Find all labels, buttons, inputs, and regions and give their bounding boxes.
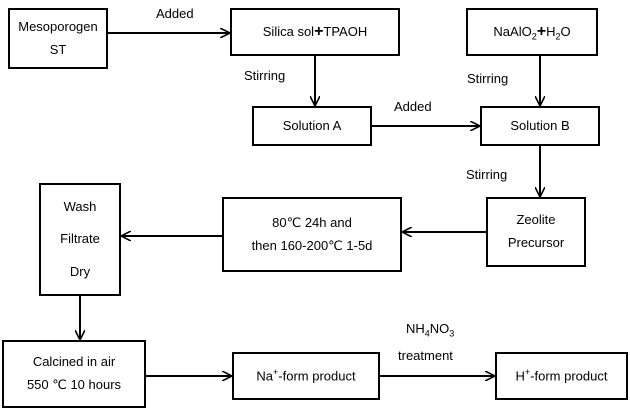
reaction-line-1: 80℃ 24h and: [272, 214, 352, 230]
stirring-label-2: Stirring: [467, 71, 509, 86]
reaction-line-2: then 160-200℃ 1-5d: [251, 237, 373, 253]
stirring-label-3: Stirring: [466, 167, 508, 182]
silica-sol-text: Silica sol: [262, 24, 315, 39]
h2-subscript: 2: [555, 31, 561, 42]
nh4-subscript: 4: [424, 328, 430, 339]
no3-subscript: 3: [449, 328, 455, 339]
nh4no3-label: NH4NO3: [406, 321, 454, 339]
h-ion-text: H: [515, 368, 525, 384]
zeolite-precursor-box: Zeolite Precursor: [486, 197, 586, 267]
calcined-line-1: Calcined in air: [32, 354, 116, 370]
calcined-box: Calcined in air 550 ℃ 10 hours: [2, 340, 146, 408]
solution-a-label: Solution A: [282, 117, 342, 133]
na-form-rest: -form product: [278, 368, 356, 384]
reaction-conditions-box: 80℃ 24h and then 160-200℃ 1-5d: [222, 197, 402, 272]
calcined-line-2: 550 ℃ 10 hours: [26, 377, 122, 392]
naalo2-subscript: 2: [531, 31, 537, 42]
naalo2-water-box: NaAlO2+H2O: [466, 8, 598, 56]
silica-sol-tpaoh-box: Silica sol+TPAOH: [230, 8, 400, 56]
tpaoh-text: TPAOH: [323, 24, 368, 39]
silica-sol-tpaoh-label: Silica sol+TPAOH: [263, 22, 367, 42]
mesoporogen-line-2: ST: [49, 41, 67, 57]
naalo2-water-label: NaAlO2+H2O: [493, 22, 570, 43]
wash-label: Wash: [63, 199, 97, 215]
h-form-product-box: H+-form product: [495, 352, 628, 400]
na-form-product-box: Na+-form product: [232, 352, 380, 400]
na-text: Na: [256, 368, 274, 384]
zeolite-line-2: Precursor: [507, 235, 565, 250]
o-text: O: [560, 23, 571, 39]
h-form-label: H+-form product: [516, 367, 608, 385]
mesoporogen-line-1: Mesoporogen: [18, 19, 98, 35]
treatment-label: treatment: [398, 348, 453, 363]
na-form-label: Na+-form product: [256, 367, 355, 385]
plus-sign: +: [314, 23, 324, 40]
dry-label: Dry: [69, 263, 91, 279]
zeolite-line-1: Zeolite: [516, 212, 556, 228]
h-plus-superscript: +: [524, 367, 531, 378]
plus-sign: +: [536, 22, 547, 40]
added-label-1: Added: [156, 6, 194, 21]
stirring-label-1: Stirring: [244, 68, 286, 83]
na-plus-superscript: +: [273, 367, 279, 378]
h-form-rest: -form product: [530, 368, 608, 384]
added-label-2: Added: [394, 99, 432, 114]
filtrate-label: Filtrate: [60, 231, 100, 247]
solution-a-box: Solution A: [252, 106, 372, 146]
wash-filtrate-dry-box: Wash Filtrate Dry: [39, 183, 121, 296]
solution-b-box: Solution B: [480, 106, 600, 146]
naalo-text: NaAlO: [493, 23, 532, 39]
nh-text: NH: [406, 321, 425, 336]
mesoporogen-box: Mesoporogen ST: [8, 8, 108, 69]
solution-b-label: Solution B: [510, 117, 570, 133]
no-text: NO: [429, 321, 450, 336]
h-text: H: [546, 23, 556, 39]
